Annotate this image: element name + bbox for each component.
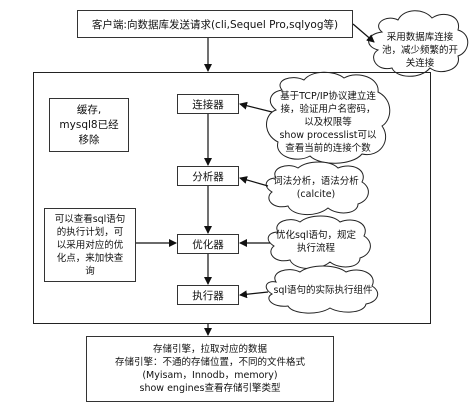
cloud-executor-note [265,265,379,314]
connection-pool-note: 采用数据库连接 池，减少频繁的开 关连接 [372,28,468,72]
connector-stage-label: 连接器 [192,98,224,111]
cloud-optimizer-note [267,215,371,269]
connector-stage: 连接器 [177,94,239,114]
connector-cloud-note: 基于TCP/IP协议建立连 接，验证用户名密码， 以及权限等 show proc… [268,84,388,160]
storage-engine-box: 存储引擎，拉取对应的数据 存储引擎：不通的存储位置，不同的文件格式 (Myisa… [86,336,334,402]
executor-stage: 执行器 [177,285,239,305]
optimizer-cloud-note-text: 优化sql语句，规定 执行流程 [275,230,357,254]
mysql-server-frame [33,72,431,324]
arrow-analyzer-cloud-to-analyzer [239,176,269,187]
optimizer-stage-label: 优化器 [192,238,224,251]
analyzer-stage-label: 分析器 [192,170,224,183]
executor-cloud-note: sql语句的实际执行组件 [268,276,378,304]
cache-note-text: 缓存, mysql8已经 移除 [59,103,119,146]
client-request-box: 客户端:向数据库发送请求(cli,Sequel Pro,sqlyog等) [77,10,353,38]
cloud-connection-pool [368,10,469,77]
arrow-connector-cloud-to-connector [239,101,273,113]
client-request-label: 客户端:向数据库发送请求(cli,Sequel Pro,sqlyog等) [91,18,339,31]
optimizer-stage: 优化器 [177,234,239,254]
execution-plan-note-text: 可以查看sql语句 的执行计划，可 以采用对应的优 化点，来加快查 询 [54,213,126,277]
executor-cloud-note-text: sql语句的实际执行组件 [273,284,373,296]
storage-engine-text: 存储引擎，拉取对应的数据 存储引擎：不通的存储位置，不同的文件格式 (Myisa… [114,344,305,394]
analyzer-cloud-note: 词法分析，语法分析 (calcite) [270,172,362,204]
cache-note-box: 缓存, mysql8已经 移除 [49,98,129,152]
cloud-analyzer-note [265,161,369,215]
optimizer-cloud-note: 优化sql语句，规定 执行流程 [270,226,362,258]
arrow-client-to-pool [352,23,375,43]
connection-pool-note-text: 采用数据库连接 池，减少频繁的开 关连接 [381,31,458,69]
connector-cloud-note-text: 基于TCP/IP协议建立连 接，验证用户名密码， 以及权限等 show proc… [279,90,377,154]
execution-plan-note-box: 可以查看sql语句 的执行计划，可 以采用对应的优 化点，来加快查 询 [44,208,136,282]
executor-stage-label: 执行器 [192,289,224,302]
analyzer-stage: 分析器 [177,166,239,186]
analyzer-cloud-note-text: 词法分析，语法分析 (calcite) [273,176,359,200]
arrow-executor-cloud-to-executor [239,290,269,299]
